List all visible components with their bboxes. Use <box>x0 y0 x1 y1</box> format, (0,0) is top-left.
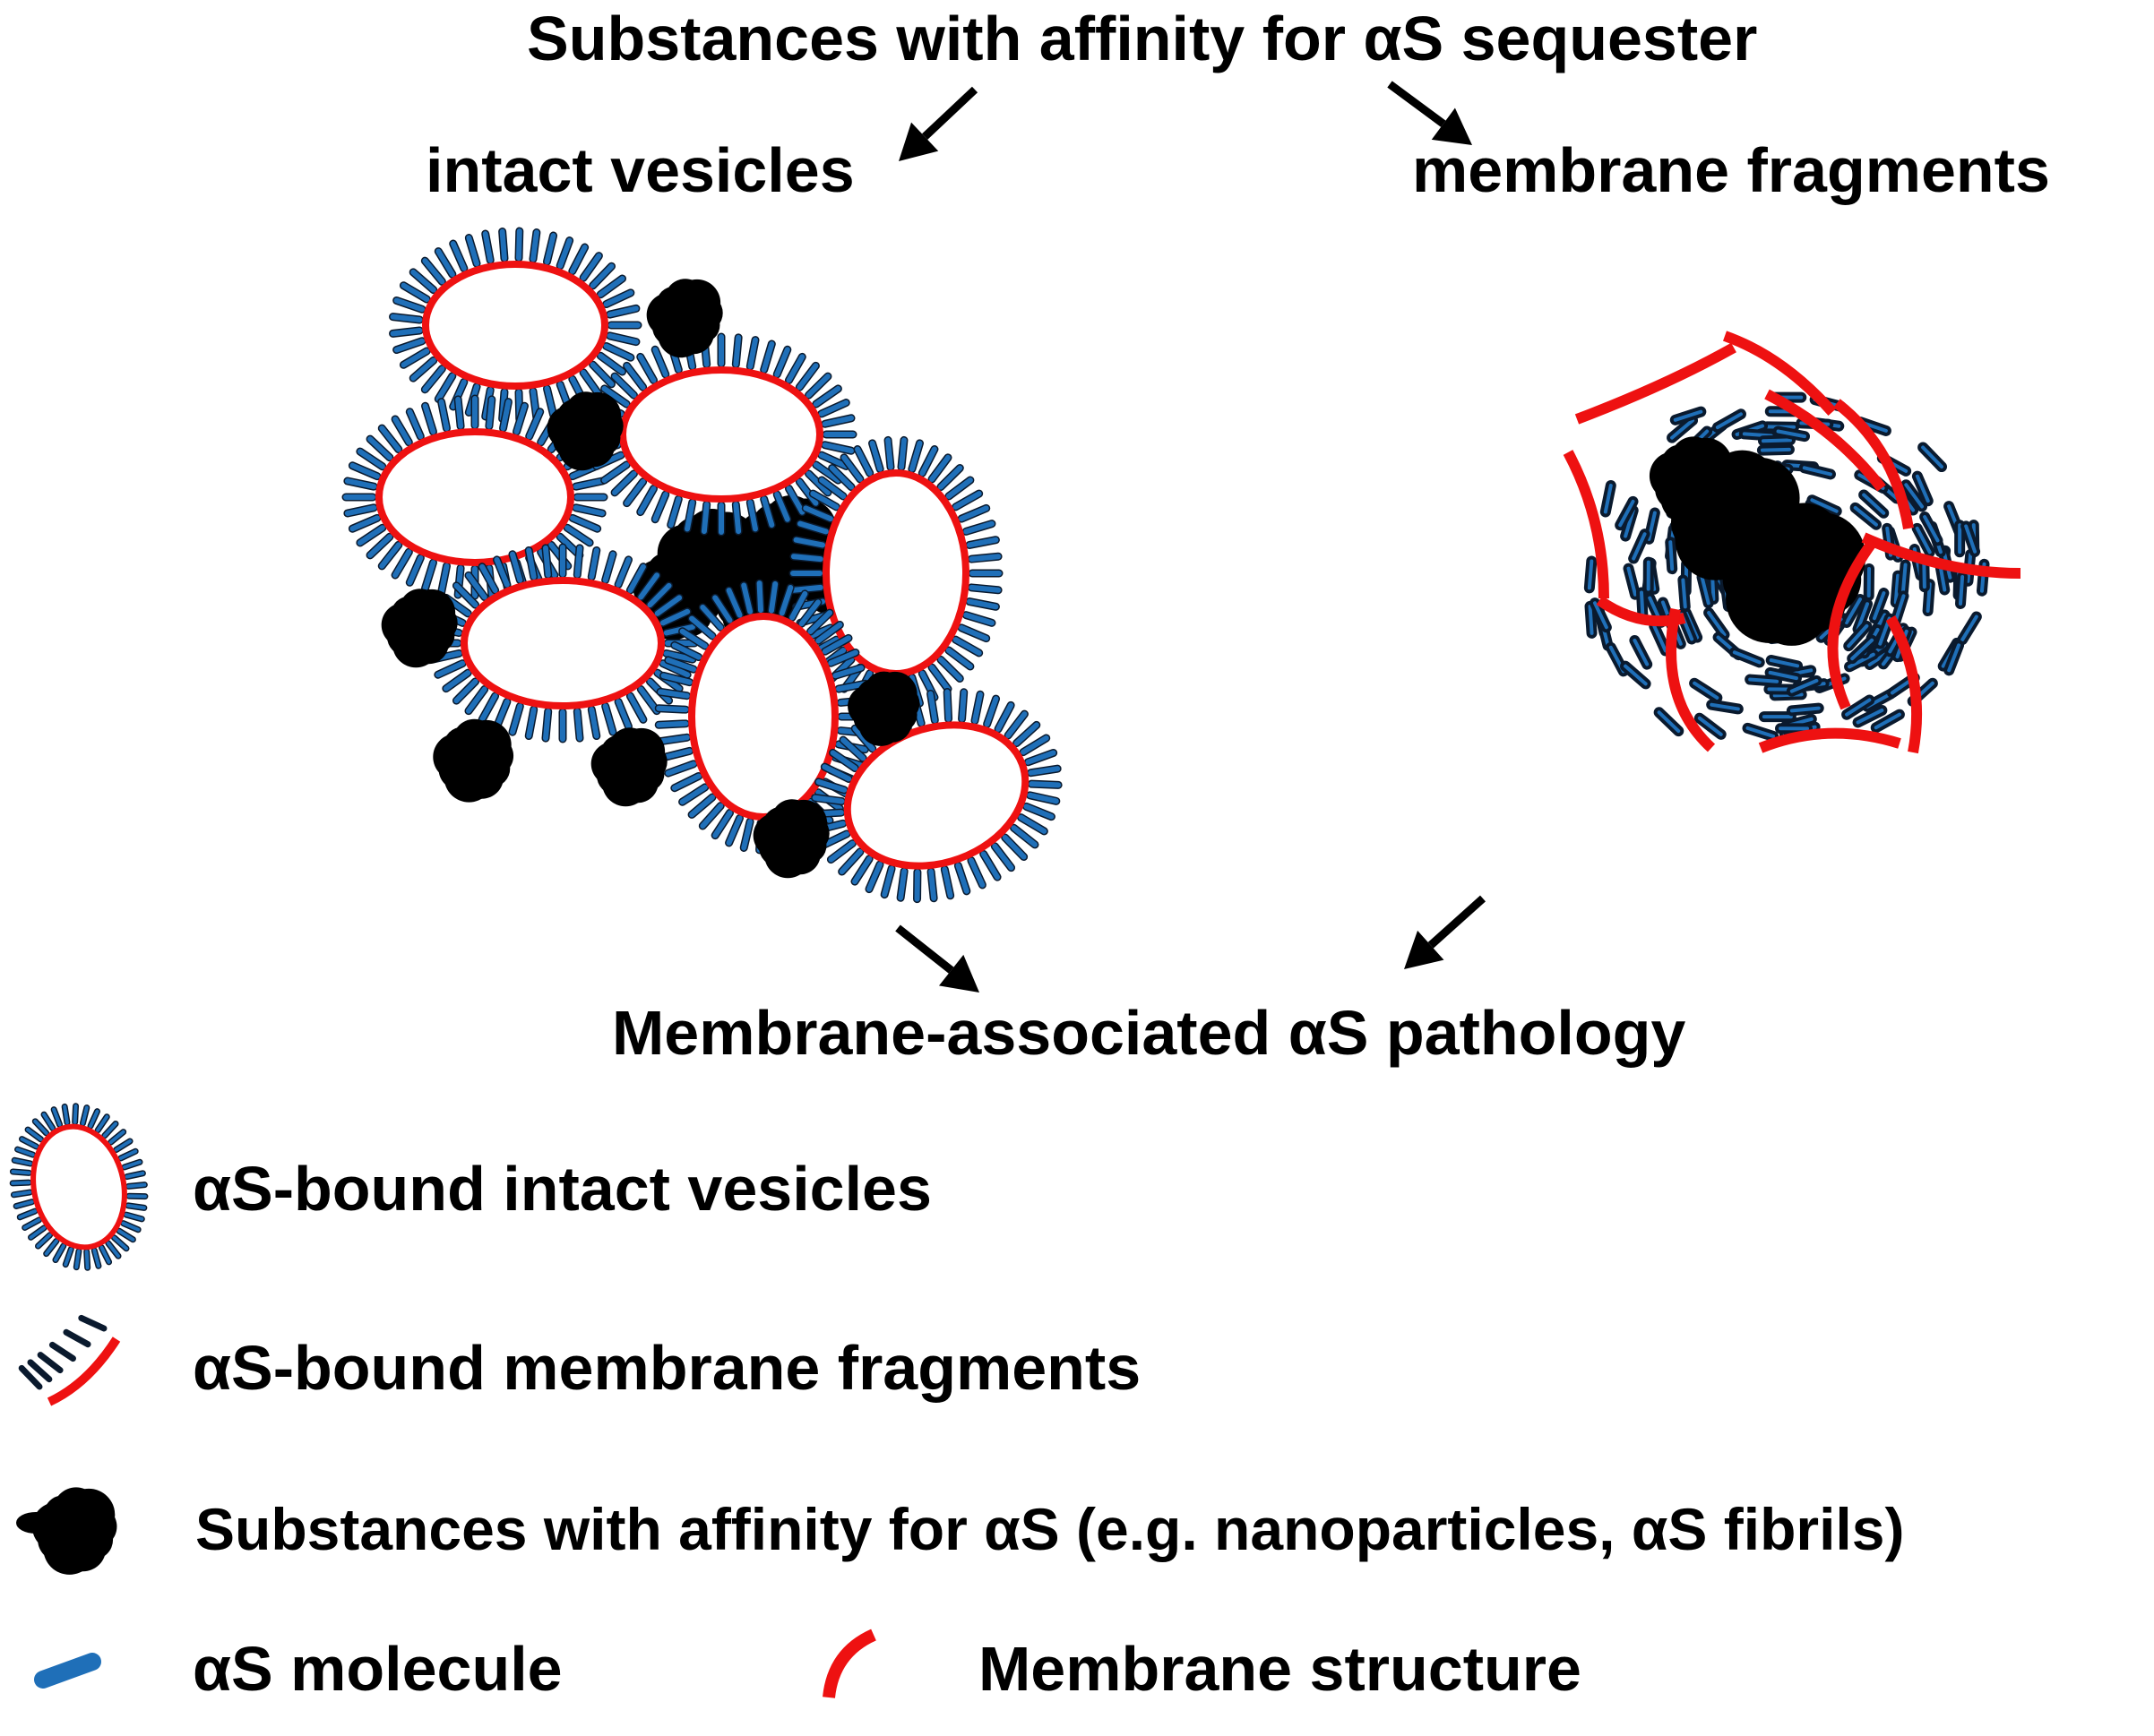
top-label: Substances with affinity for αS sequeste… <box>527 4 1758 73</box>
alpha-s-molecule <box>48 1341 76 1362</box>
alpha-s-molecule <box>37 1352 64 1374</box>
membrane-fragment <box>1574 342 1736 425</box>
membrane-fragment <box>1758 727 1901 753</box>
membrane-fragment-cluster <box>1563 331 2021 754</box>
legend-vesicle-icon <box>9 1103 149 1271</box>
arrow-from-vesicles-to-pathology <box>895 924 979 993</box>
membrane-fragment <box>1885 615 1923 754</box>
membrane-ring <box>30 1123 127 1250</box>
membrane-ring <box>422 261 608 390</box>
membrane-ring <box>843 721 1030 870</box>
intact-vesicle-cluster <box>341 227 1063 904</box>
substance-blob <box>381 589 458 668</box>
pathology-label: Membrane-associated αS pathology <box>612 998 1686 1068</box>
membrane-ring <box>688 613 839 821</box>
legend-fragment-label: αS-bound membrane fragments <box>193 1333 1142 1403</box>
membrane-fragment <box>1827 538 1877 710</box>
membrane-ring <box>619 366 823 503</box>
legend-vesicle-label: αS-bound intact vesicles <box>193 1154 932 1224</box>
alpha-s-molecule <box>63 1328 91 1348</box>
membrane-fragment <box>1861 532 2021 579</box>
substance-blob <box>1721 503 1866 646</box>
legend-molecule-label: αS molecule <box>193 1634 563 1704</box>
alpha-s-vesicle <box>426 543 699 743</box>
substance-blob <box>590 727 668 807</box>
arrows <box>895 81 1486 993</box>
legend-alpha-s-molecule-icon <box>34 1653 101 1689</box>
legend-membrane-icon <box>823 1629 877 1698</box>
substance-blob <box>753 799 830 879</box>
legend-membrane-label: Membrane structure <box>978 1634 1581 1704</box>
membrane-fragment <box>1563 450 1609 599</box>
membrane-fragment <box>1666 607 1716 752</box>
arrow-to-membrane-fragments <box>1387 81 1472 145</box>
substance-blob <box>848 671 920 746</box>
membrane-fragments-label: membrane fragments <box>1412 135 2050 205</box>
alpha-s-bristles <box>426 543 699 743</box>
substance-blob <box>1649 436 1735 524</box>
membrane-fragment <box>1833 399 1914 529</box>
membrane-ring <box>461 577 665 709</box>
alpha-s-molecule <box>78 1314 108 1332</box>
membrane-fragment <box>1764 389 1886 492</box>
membrane-fragment <box>1722 331 1837 416</box>
substance-blob <box>646 279 723 358</box>
legend-icons <box>9 1103 877 1698</box>
membrane-arc <box>47 1336 121 1406</box>
substance-blob <box>547 391 624 471</box>
arrow-from-fragments-to-pathology <box>1404 895 1486 969</box>
membrane-arcs <box>1563 331 2021 754</box>
substance-blob <box>433 718 514 803</box>
legend-fragment-icon <box>18 1314 121 1406</box>
alpha-s-molecule <box>27 1359 53 1383</box>
legend-substance-label: Substances with affinity for αS (e.g. na… <box>195 1496 1905 1562</box>
arrow-to-intact-vesicles <box>899 86 978 161</box>
intact-vesicles-label: intact vesicles <box>426 135 855 205</box>
alpha-s-vesicle <box>585 332 857 537</box>
membrane-ring <box>375 428 574 566</box>
alpha-s-bristles <box>9 1103 149 1271</box>
alpha-s-molecule <box>18 1364 43 1390</box>
